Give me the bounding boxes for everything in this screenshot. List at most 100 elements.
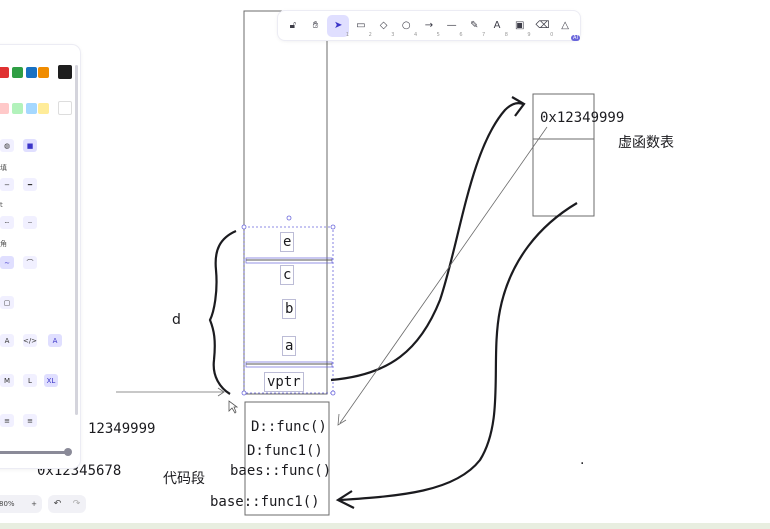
diamond-tool[interactable]: ◇3 [373, 15, 395, 38]
font-code-button[interactable]: </> [23, 334, 37, 347]
hand-tool[interactable]: ✋︎ [305, 15, 327, 37]
draw-tool[interactable]: ✎7 [464, 15, 486, 38]
edges-round-button[interactable]: ▢ [0, 296, 14, 309]
stroke-color-swatch[interactable] [38, 67, 49, 78]
vtable-box [532, 93, 595, 217]
selection-box [243, 226, 334, 394]
selection-handle [241, 224, 247, 230]
shortcut-number: 3 [391, 31, 395, 38]
stroke-color-swatch[interactable] [26, 67, 37, 78]
draw-icon: ✎ [470, 20, 479, 31]
selection-icon: ➤ [334, 20, 343, 31]
stack-cell-a[interactable]: a [282, 336, 297, 356]
sloppiness-label: 角 [0, 240, 7, 248]
font-normal-button[interactable]: A [48, 334, 62, 347]
opacity-slider-track[interactable] [0, 451, 68, 454]
stroke-bold-button[interactable]: ━ [23, 178, 37, 191]
code-line-d-func[interactable]: D::func() [251, 419, 327, 435]
bg-color-swatch[interactable] [12, 103, 23, 114]
selection-handle [330, 390, 336, 396]
align-center-button[interactable]: ≡ [23, 414, 37, 427]
line-tool[interactable]: —6 [441, 15, 463, 38]
brace-label-d[interactable]: d [172, 312, 181, 328]
font-size-l-button[interactable]: L [23, 374, 37, 387]
stack-cell-b[interactable]: b [282, 299, 297, 319]
stroke-color-swatch[interactable] [0, 67, 9, 78]
bg-color-current[interactable] [58, 101, 72, 115]
align-left-button[interactable]: ≡ [0, 414, 14, 427]
vtable-label[interactable]: 虚函数表 [618, 135, 674, 151]
lock-icon: 🔓︎ [289, 20, 297, 31]
arrow-tool[interactable]: →5 [418, 15, 440, 38]
hand-icon: ✋︎ [312, 20, 319, 31]
stroke-color-swatch[interactable] [12, 67, 23, 78]
shortcut-number: 2 [368, 31, 372, 38]
eraser-tool[interactable]: ⌫0 [532, 15, 554, 38]
eraser-icon: ⌫ [535, 20, 550, 31]
font-size-m-button[interactable]: M [0, 374, 14, 387]
extra-tools-icon: △ [561, 20, 569, 31]
zoom-in-button[interactable]: + [31, 500, 37, 508]
bg-color-swatch[interactable] [38, 103, 49, 114]
partial-address-1[interactable]: 12349999 [88, 421, 156, 437]
shortcut-number: 0 [550, 31, 554, 38]
image-tool[interactable]: ▣9 [509, 15, 531, 38]
vptr-arrow [330, 102, 524, 382]
font-size-xl-button[interactable]: XL [44, 374, 58, 387]
line-icon: — [446, 20, 457, 31]
rectangle-tool[interactable]: ▭2 [350, 15, 372, 38]
code-line-baes-func[interactable]: baes::func() [230, 463, 332, 479]
code-line-d-func1[interactable]: D:func1() [247, 443, 323, 459]
fill-solid-button[interactable]: ■ [23, 139, 37, 152]
shortcut-number: 5 [436, 31, 440, 38]
stroke-dashed-button[interactable]: ┄ [0, 216, 14, 229]
stray-dot: . [580, 452, 585, 468]
fill-hachure-button[interactable]: ◍ [0, 139, 14, 152]
zoom-control: 80% + [0, 495, 42, 513]
font-hand-button[interactable]: A [0, 334, 14, 347]
shortcut-number: 9 [527, 31, 531, 38]
stroke-dotted-button[interactable]: ┈ [23, 216, 37, 229]
lock-tool[interactable]: 🔓︎ [282, 15, 304, 37]
vtable-address[interactable]: 0x12349999 [540, 110, 625, 126]
selection-handle [286, 215, 292, 221]
bg-color-swatch[interactable] [26, 103, 37, 114]
sloppiness-cartoonist-button[interactable]: ⌒ [23, 256, 37, 269]
cursor-icon [228, 400, 239, 414]
vtable-to-func-line [339, 126, 548, 424]
opacity-slider-knob[interactable] [64, 448, 72, 456]
shortcut-number: 6 [459, 31, 463, 38]
stack-cell-e[interactable]: e [280, 232, 295, 252]
ellipse-icon: ○ [401, 20, 411, 31]
undo-icon[interactable]: ↶ [53, 499, 62, 509]
sloppiness-artist-button[interactable]: ∼ [0, 256, 14, 269]
undo-redo-group: ↶ ↷ [48, 495, 86, 513]
extra-tools-tool[interactable]: △AI [554, 15, 580, 41]
curly-brace [208, 229, 237, 395]
zoom-level[interactable]: 80% [0, 500, 15, 508]
arrow-icon: → [424, 20, 434, 31]
ellipse-tool[interactable]: ○4 [395, 15, 418, 38]
shortcut-number: 8 [504, 31, 508, 38]
panel-scrollbar[interactable] [75, 65, 78, 415]
shortcut-number: 7 [482, 31, 486, 38]
shortcut-number: 4 [413, 31, 418, 38]
stroke-width-label: 填 [0, 164, 7, 172]
code-segment-label[interactable]: 代码段 [163, 471, 205, 487]
code-line-base-func1[interactable]: base::func1() [210, 494, 320, 510]
selection-handle [241, 390, 247, 396]
rectangle-icon: ▭ [356, 20, 366, 31]
redo-icon[interactable]: ↷ [72, 499, 81, 509]
selection-tool[interactable]: ➤1 [327, 14, 350, 38]
stack-cell-c[interactable]: c [280, 265, 295, 285]
bg-color-swatch[interactable] [0, 103, 9, 114]
stroke-style-label: t [0, 201, 3, 209]
stroke-color-current[interactable] [58, 65, 72, 79]
ai-badge: AI [571, 34, 580, 41]
stack-cell-vptr[interactable]: vptr [264, 372, 304, 392]
stroke-thin-button[interactable]: − [0, 178, 14, 191]
